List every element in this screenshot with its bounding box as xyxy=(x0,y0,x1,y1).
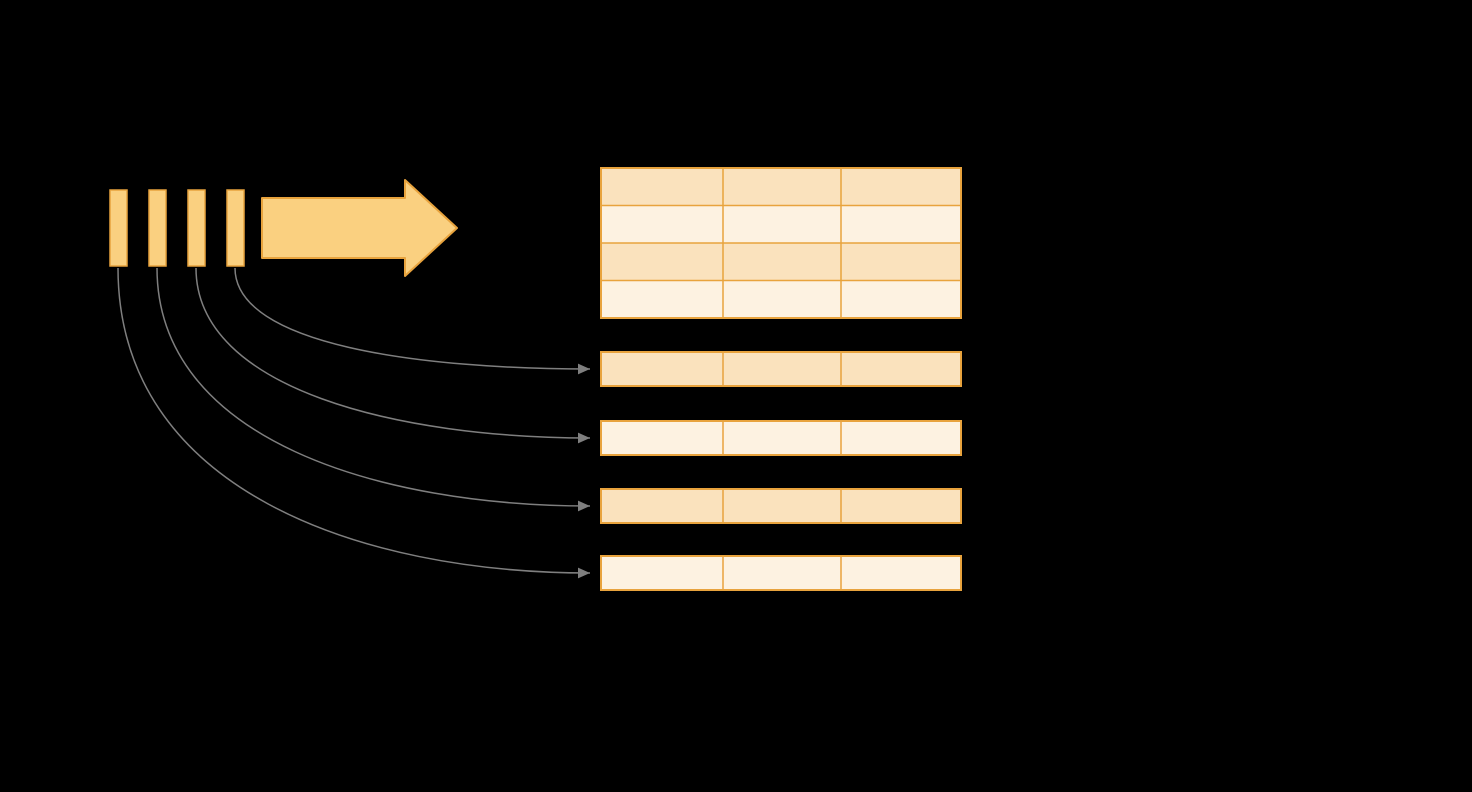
row-table-2-fill xyxy=(601,421,961,455)
main-table-row-1 xyxy=(601,168,961,206)
flow-arrow-icon xyxy=(261,179,458,277)
row-table-2 xyxy=(600,420,962,456)
row-table-4-border xyxy=(600,555,962,591)
connector-bar1-to-rowtable4 xyxy=(117,267,591,579)
row-table-3-border xyxy=(600,488,962,524)
connector-bar2-to-rowtable3 xyxy=(156,267,591,512)
queue-bar-4 xyxy=(226,189,245,267)
main-table-row-2 xyxy=(601,205,961,243)
row-table-3-gridlines xyxy=(722,489,842,523)
row-table-4-gridlines xyxy=(722,556,842,590)
queue-bar-group xyxy=(109,189,245,267)
main-table-border xyxy=(600,167,962,319)
main-table-gridlines xyxy=(601,168,961,318)
row-table-1-fill xyxy=(601,352,961,386)
queue-bar-1 xyxy=(109,189,128,267)
connector-bar3-to-rowtable2 xyxy=(195,267,591,444)
row-table-1-border xyxy=(600,351,962,387)
row-table-4 xyxy=(600,555,962,591)
row-table-3 xyxy=(600,488,962,524)
connector-group xyxy=(117,267,591,579)
row-table-3-fill xyxy=(601,489,961,523)
row-table-2-gridlines xyxy=(722,421,842,455)
queue-bar-3 xyxy=(187,189,206,267)
queue-bar-2 xyxy=(148,189,167,267)
main-table-row-3 xyxy=(601,243,961,281)
row-table-2-border xyxy=(600,420,962,456)
row-table-1 xyxy=(600,351,962,387)
row-table-4-fill xyxy=(601,556,961,590)
connector-bar4-to-rowtable1 xyxy=(234,267,591,375)
main-table-row-4 xyxy=(601,280,961,318)
row-table-1-gridlines xyxy=(722,352,842,386)
main-table xyxy=(600,167,962,319)
